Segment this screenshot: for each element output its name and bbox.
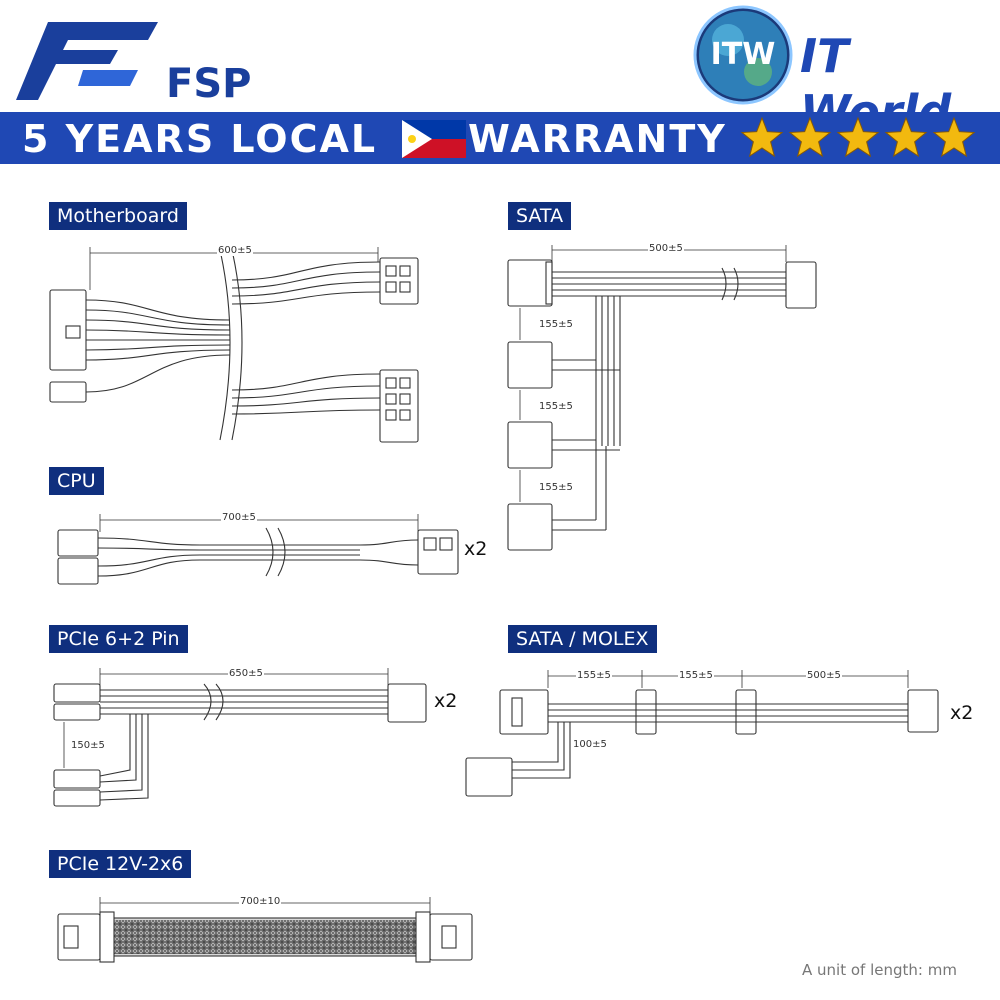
sata-length: 500±5	[648, 243, 684, 254]
sata-molex-segment-1: 155±5	[576, 670, 612, 681]
sata-segment-1: 155±5	[538, 319, 574, 330]
warranty-left-text: 5 YEARS LOCAL	[22, 117, 378, 161]
pcie-6-2-quantity: x2	[434, 690, 458, 712]
itw-badge-text: ITW	[710, 37, 776, 72]
cpu-cable	[57, 514, 459, 585]
sata-cable	[507, 245, 817, 551]
sata-molex-branch: 100±5	[572, 739, 608, 750]
itw-globe-icon	[693, 5, 793, 105]
star-icon	[884, 116, 928, 158]
star-icon	[740, 116, 784, 158]
cpu-length: 700±5	[221, 512, 257, 523]
fsp-brand-name: FSP	[166, 61, 252, 107]
sata-molex-quantity: x2	[950, 702, 974, 724]
cpu-label: CPU	[49, 467, 104, 495]
warranty-right-text: WARRANTY	[468, 117, 727, 161]
sata-molex-segment-3: 500±5	[806, 670, 842, 681]
pcie-6-2-cable	[53, 668, 427, 807]
sata-segment-3: 155±5	[538, 482, 574, 493]
sata-molex-cable	[465, 670, 939, 797]
cpu-quantity: x2	[464, 538, 488, 560]
pcie-6-2-branch: 150±5	[70, 740, 106, 751]
star-icon	[932, 116, 976, 158]
philippines-flag-icon	[402, 120, 466, 158]
pcie-6-2-length: 650±5	[228, 668, 264, 679]
sata-label: SATA	[508, 202, 572, 230]
pcie-12v-label: PCIe 12V-2x6	[49, 850, 192, 878]
motherboard-length: 600±5	[217, 245, 253, 256]
pcie-6-2-label: PCIe 6+2 Pin	[49, 625, 188, 653]
star-icon	[788, 116, 832, 158]
warranty-banner	[0, 112, 1000, 164]
rating-stars	[740, 116, 976, 158]
sata-molex-label: SATA / MOLEX	[508, 625, 657, 653]
motherboard-cable	[49, 247, 419, 443]
unit-note: A unit of length: mm	[802, 961, 957, 979]
motherboard-label: Motherboard	[49, 202, 187, 230]
pcie-12v-length: 700±10	[239, 896, 282, 907]
sata-segment-2: 155±5	[538, 401, 574, 412]
star-icon	[836, 116, 880, 158]
pcie-12v-cable	[57, 897, 473, 963]
sata-molex-segment-2: 155±5	[678, 670, 714, 681]
fsp-logo-icon	[16, 22, 158, 100]
